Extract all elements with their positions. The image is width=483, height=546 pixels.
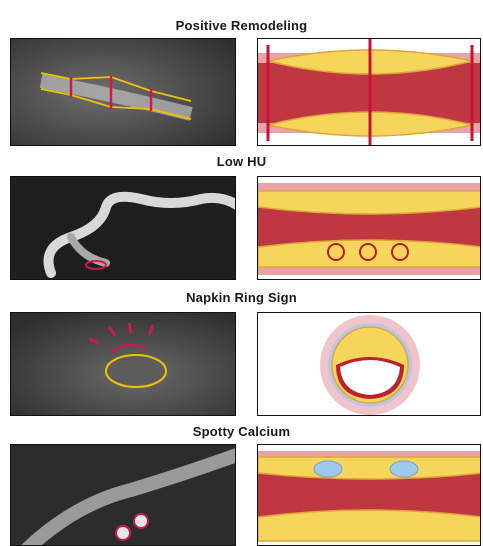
ct-image-spotty-calcium: [10, 444, 236, 546]
calcium-marker: [134, 514, 148, 528]
plaque-bottom: [258, 510, 481, 541]
arrow-marker: [129, 323, 131, 333]
plaque-top: [258, 191, 481, 214]
plaque-top: [258, 457, 481, 479]
calcium-marker: [116, 526, 130, 540]
illustration-low-hu: [257, 176, 481, 280]
section-title-positive-remodeling: Positive Remodeling: [0, 18, 483, 33]
calcium-spot: [390, 461, 418, 477]
section-title-spotty-calcium: Spotty Calcium: [0, 424, 483, 439]
ct-image-napkin-ring-sign: [10, 312, 236, 416]
section-title-low-hu: Low HU: [0, 154, 483, 169]
illustration-positive-remodeling: [257, 38, 481, 146]
ct-image-positive-remodeling: [10, 38, 236, 146]
illustration-napkin-ring-sign: [257, 312, 481, 416]
illustration-spotty-calcium: [257, 444, 481, 546]
section-title-napkin-ring-sign: Napkin Ring Sign: [0, 290, 483, 305]
calcium-spot: [314, 461, 342, 477]
ct-image-low-hu: [10, 176, 236, 280]
outer-plaque-outline: [106, 355, 166, 387]
